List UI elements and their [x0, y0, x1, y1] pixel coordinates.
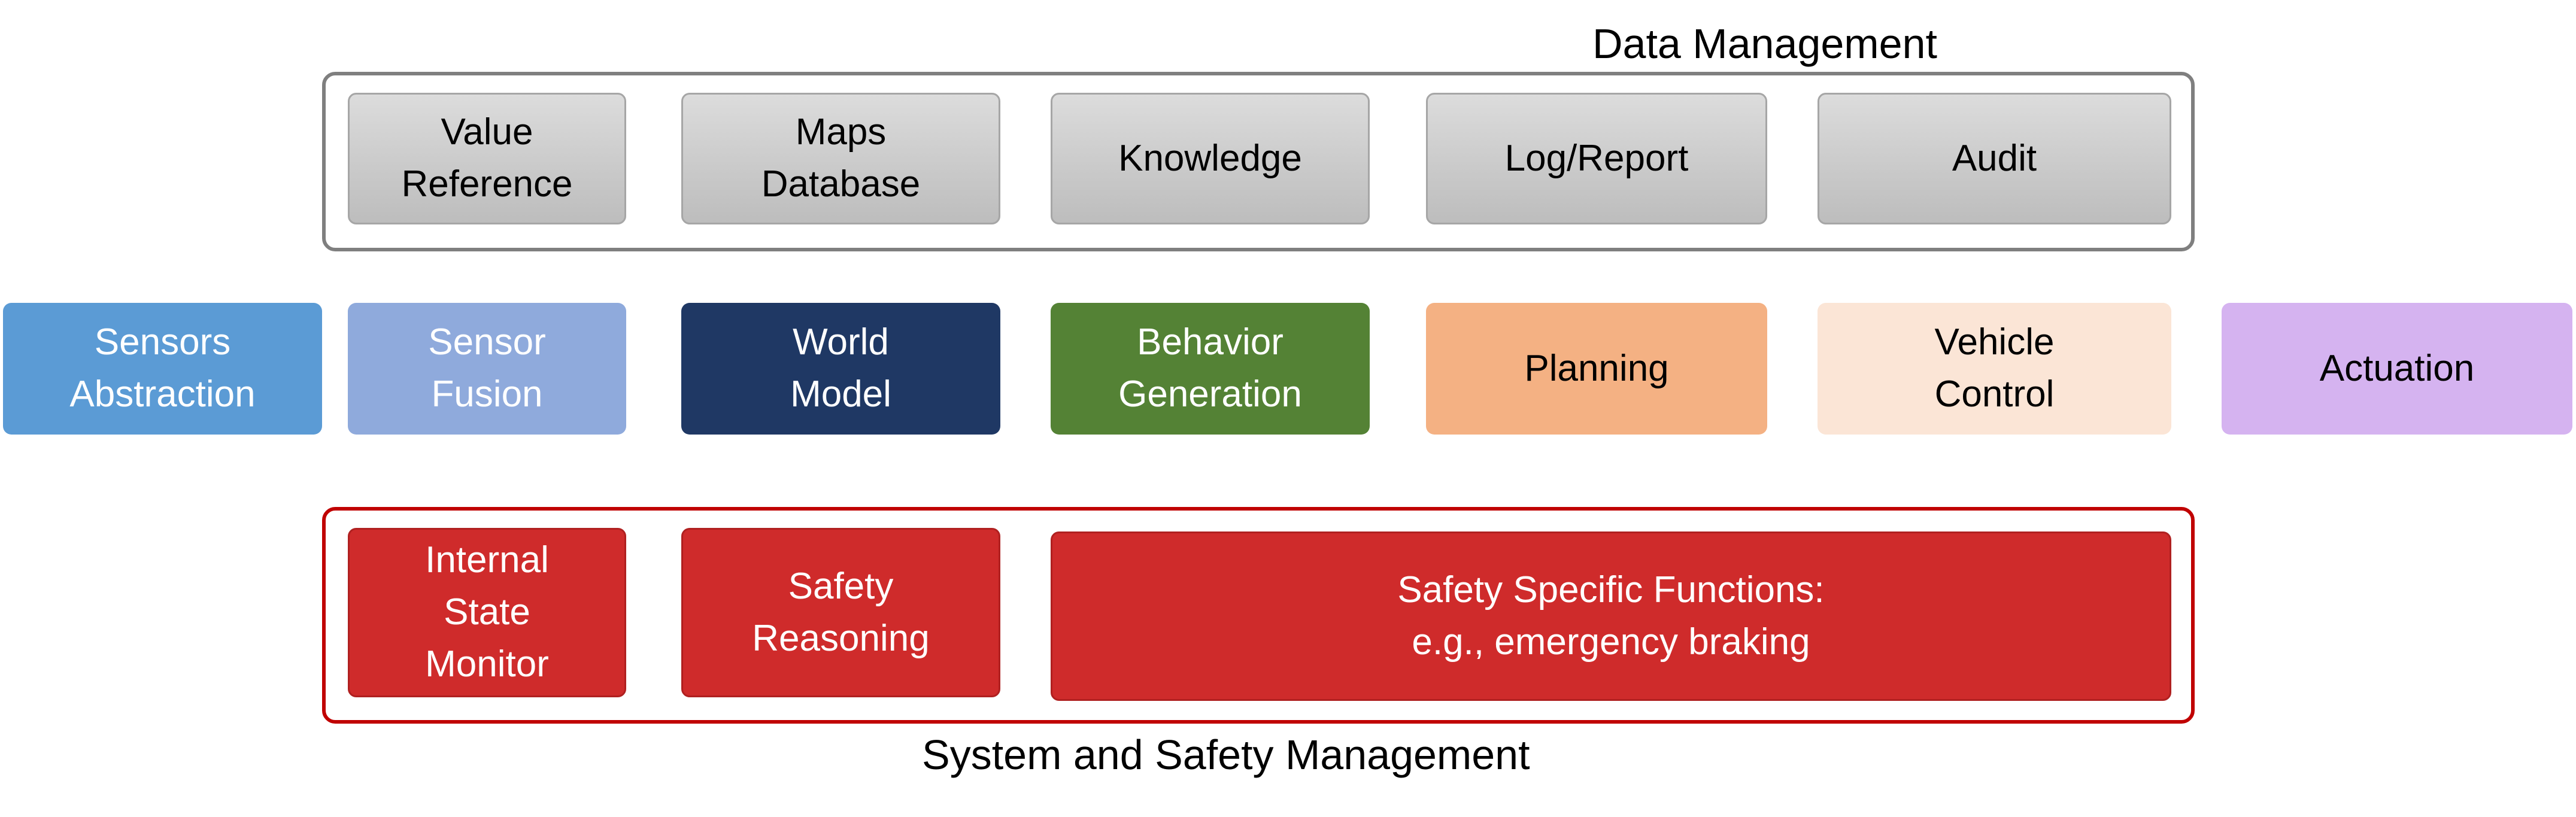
data-management-title: Data Management: [1592, 20, 1937, 67]
safety-management-frame: [322, 507, 2195, 724]
actuation-box: Actuation: [2222, 303, 2572, 435]
safety-management-title: System and Safety Management: [922, 731, 1530, 778]
audit-box: Audit: [1818, 93, 2171, 224]
value-reference-box: Value Reference: [348, 93, 626, 224]
behavior-generation-box: Behavior Generation: [1051, 303, 1370, 435]
planning-box: Planning: [1426, 303, 1767, 435]
maps-database-box: Maps Database: [681, 93, 1000, 224]
knowledge-box: Knowledge: [1051, 93, 1370, 224]
safety-reasoning-box: Safety Reasoning: [681, 528, 1000, 697]
log-report-box: Log/Report: [1426, 93, 1767, 224]
data-management-frame: [322, 72, 2195, 251]
internal-state-monitor-box: Internal State Monitor: [348, 528, 626, 697]
vehicle-control-box: Vehicle Control: [1818, 303, 2171, 435]
world-model-box: World Model: [681, 303, 1000, 435]
safety-specific-functions-box: Safety Specific Functions: e.g., emergen…: [1051, 531, 2171, 701]
sensor-fusion-box: Sensor Fusion: [348, 303, 626, 435]
sensors-abstraction-box: Sensors Abstraction: [3, 303, 322, 435]
